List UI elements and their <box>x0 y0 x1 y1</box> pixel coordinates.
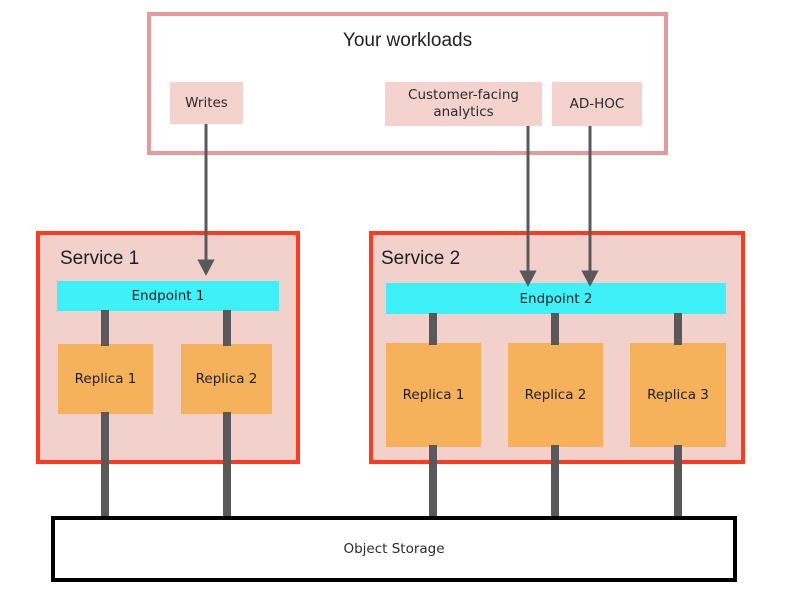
workloads-title: Your workloads <box>342 30 473 51</box>
endpoint-2[interactable]: Endpoint 2 <box>386 283 726 314</box>
connector-s1replica1-storage <box>101 412 109 518</box>
connector-endpoint1-replica2 <box>223 310 231 346</box>
connector-s2replica2-storage <box>551 445 559 518</box>
workload-chip-customer-facing-analytics[interactable]: Customer-facing analytics <box>385 82 542 126</box>
connector-endpoint1-replica1 <box>101 310 109 346</box>
service-2-title: Service 2 <box>381 248 461 269</box>
endpoint-1[interactable]: Endpoint 1 <box>57 281 279 311</box>
service-2-replica-3[interactable]: Replica 3 <box>630 343 726 447</box>
workload-chip-ad-hoc[interactable]: AD-HOC <box>552 82 642 126</box>
service-2-replica-1[interactable]: Replica 1 <box>386 343 481 447</box>
service-1-title: Service 1 <box>60 248 140 269</box>
connector-endpoint2-replica3 <box>674 313 682 345</box>
service-1-replica-1[interactable]: Replica 1 <box>58 344 153 414</box>
connector-s2replica1-storage <box>429 445 437 518</box>
object-storage-box[interactable]: Object Storage <box>51 516 737 582</box>
connector-s2replica3-storage <box>674 445 682 518</box>
service-2-replica-2[interactable]: Replica 2 <box>508 343 603 447</box>
connector-s1replica2-storage <box>223 412 231 518</box>
service-1-replica-2[interactable]: Replica 2 <box>181 344 272 414</box>
workload-chip-writes[interactable]: Writes <box>170 82 243 124</box>
connector-endpoint2-replica2 <box>551 313 559 345</box>
connector-endpoint2-replica1 <box>429 313 437 345</box>
